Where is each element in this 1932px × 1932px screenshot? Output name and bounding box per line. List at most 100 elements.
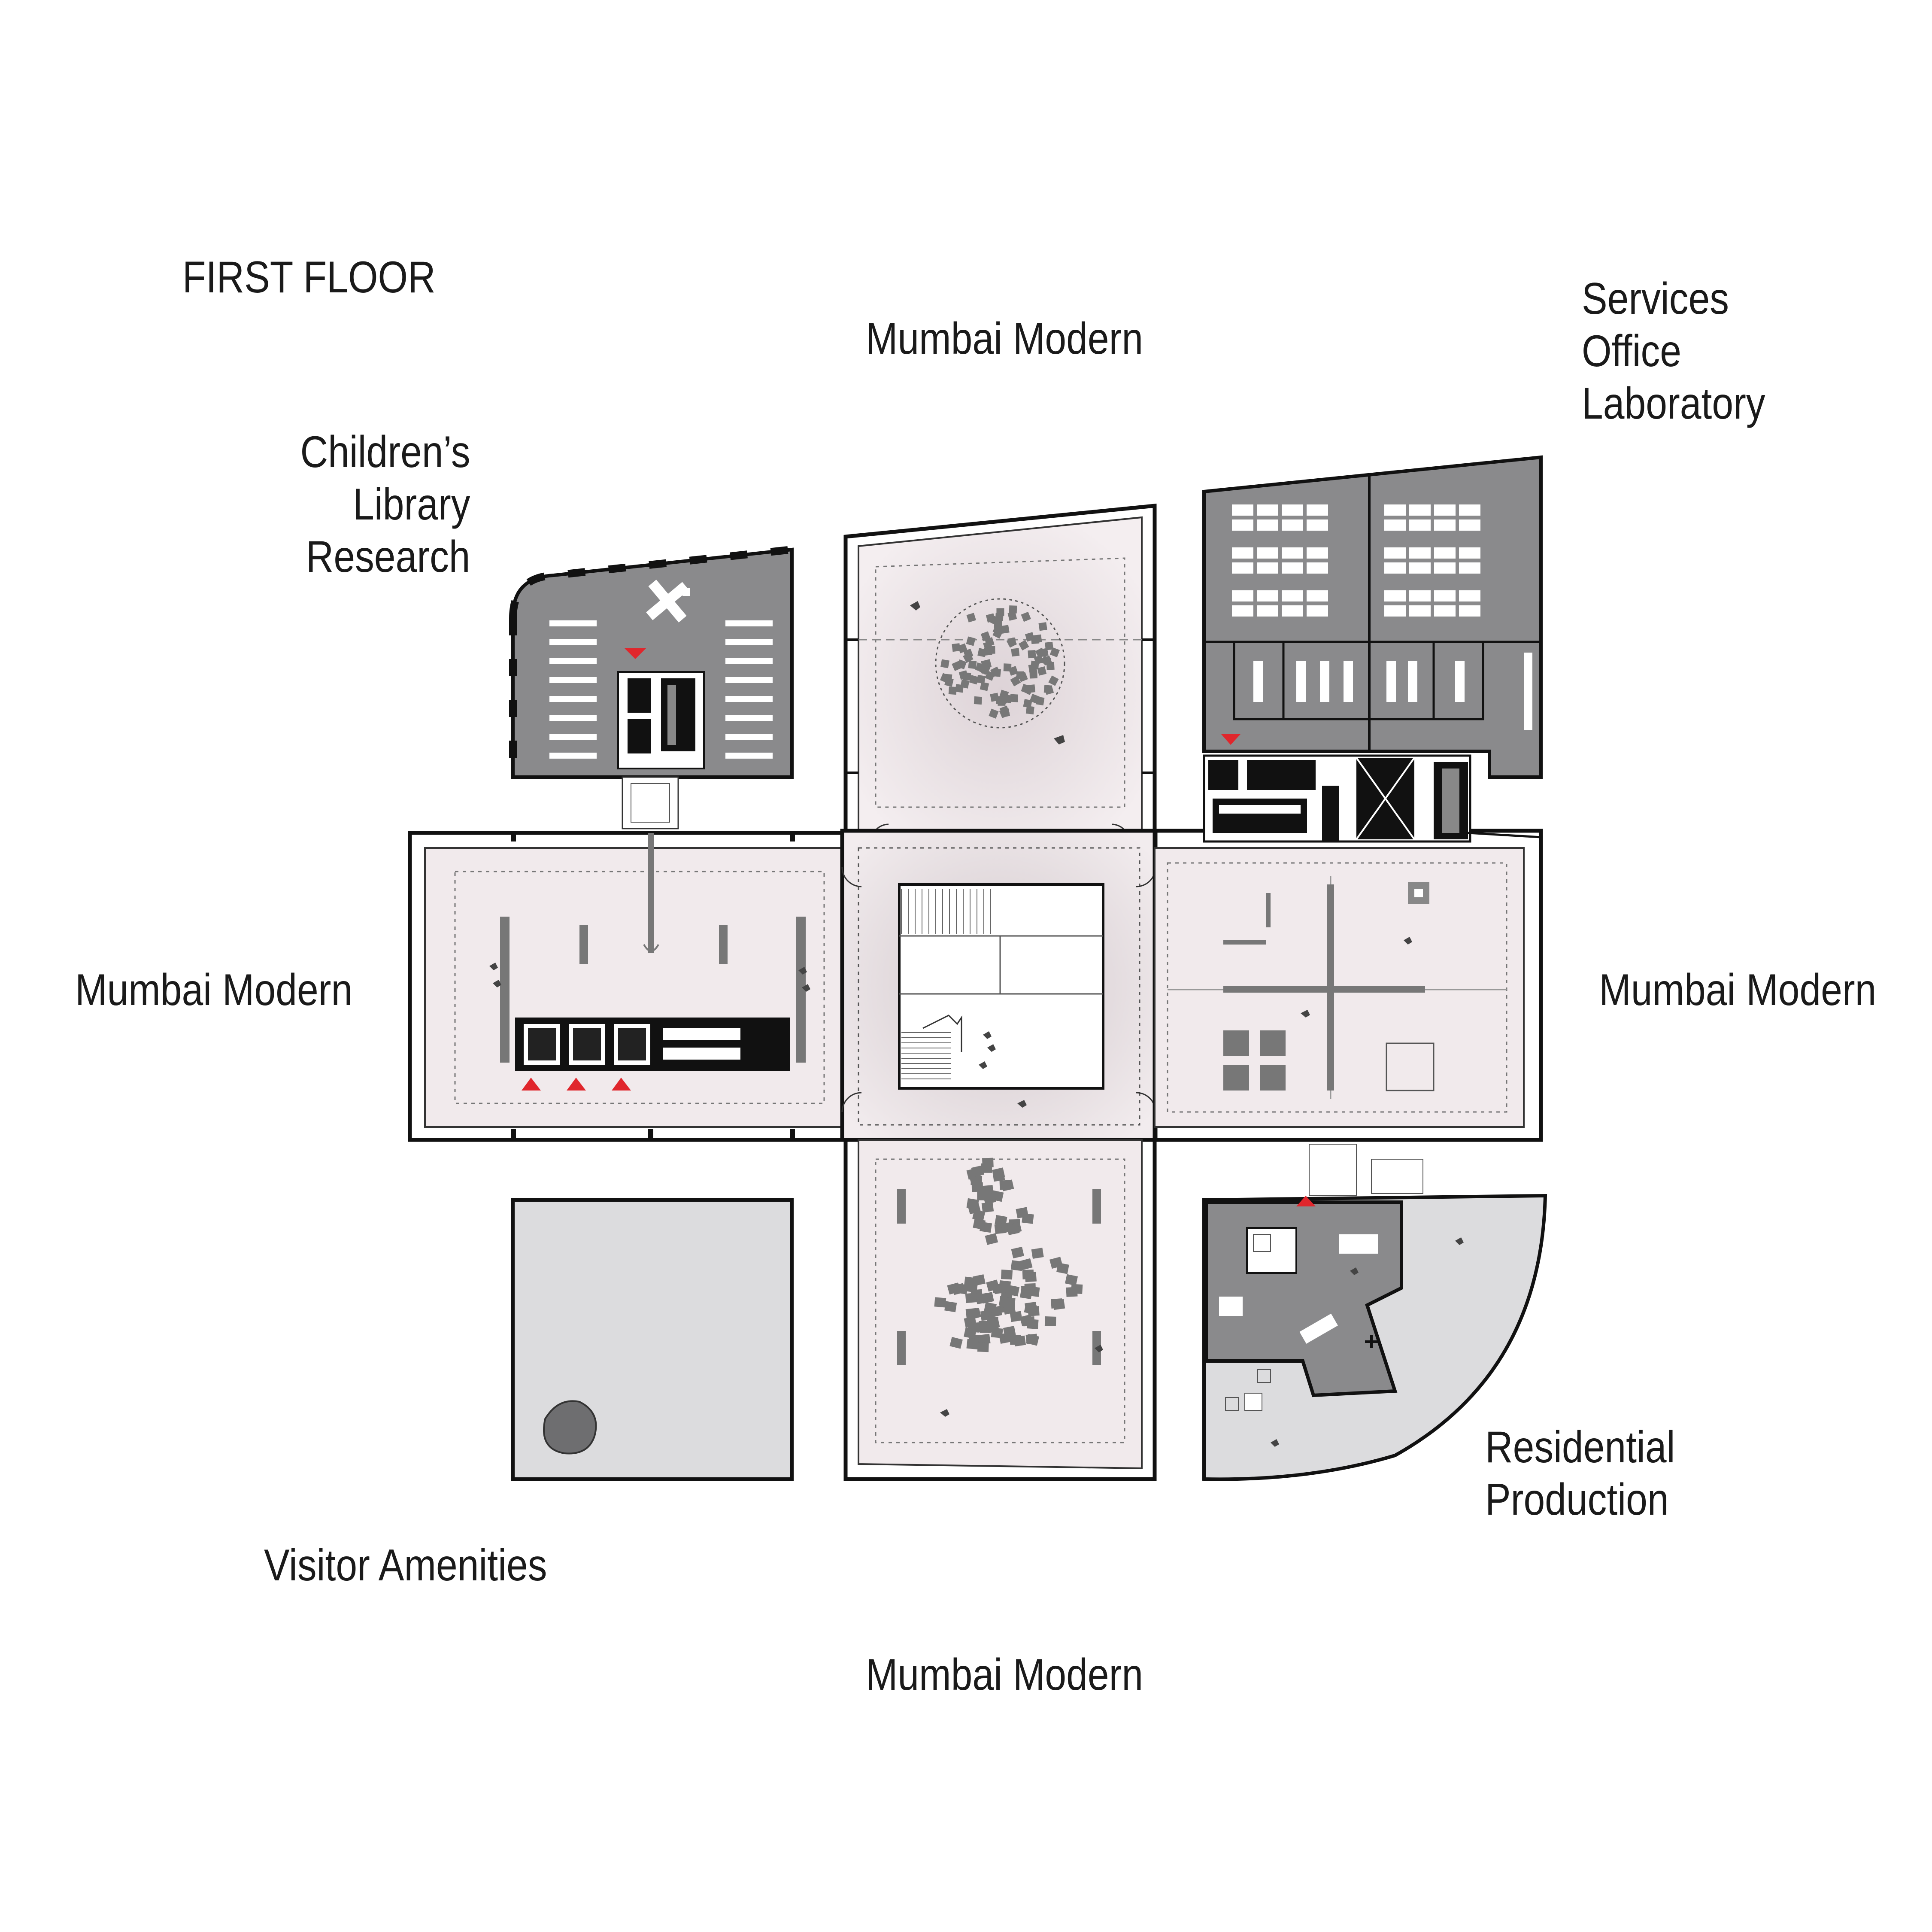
desk bbox=[1257, 504, 1278, 516]
seat bbox=[966, 1339, 979, 1350]
desk bbox=[1434, 547, 1456, 559]
lab-bench bbox=[1253, 661, 1263, 702]
chair bbox=[1044, 685, 1054, 695]
desk-grid bbox=[1232, 504, 1480, 617]
chair bbox=[974, 696, 983, 705]
chair bbox=[1031, 660, 1039, 669]
desk bbox=[1282, 562, 1303, 574]
bookshelf bbox=[725, 715, 773, 721]
chair bbox=[1018, 672, 1028, 682]
label-line: Laboratory bbox=[1582, 379, 1765, 428]
seat bbox=[999, 1280, 1011, 1291]
bookshelf bbox=[725, 639, 773, 645]
seat bbox=[992, 1170, 1005, 1182]
seating-cluster bbox=[940, 605, 1060, 719]
seat bbox=[965, 1292, 977, 1303]
desk bbox=[1307, 605, 1328, 617]
seat bbox=[1007, 1224, 1020, 1235]
seat bbox=[1020, 1288, 1033, 1300]
chair bbox=[985, 637, 995, 647]
central-atrium bbox=[840, 829, 1158, 1142]
seat bbox=[972, 1274, 986, 1286]
label-services-office: Services Office Laboratory bbox=[1582, 273, 1765, 430]
bookshelf bbox=[725, 696, 773, 702]
person-icon bbox=[1271, 1237, 1464, 1447]
desk bbox=[1434, 590, 1456, 601]
entry-triangle-icon bbox=[1296, 1196, 1316, 1206]
label-line: Office bbox=[1582, 326, 1681, 376]
desk bbox=[1384, 590, 1406, 601]
desk bbox=[1409, 562, 1431, 574]
bookshelf bbox=[549, 639, 597, 645]
chair bbox=[1033, 634, 1042, 643]
chair bbox=[990, 666, 1001, 677]
chair bbox=[996, 608, 1004, 616]
seat bbox=[1019, 1258, 1033, 1270]
seat bbox=[983, 1192, 996, 1205]
desk bbox=[1459, 504, 1480, 516]
seat bbox=[968, 1322, 980, 1333]
bookshelf-rows bbox=[549, 620, 773, 759]
desk bbox=[1257, 562, 1278, 574]
seat bbox=[985, 1233, 998, 1245]
desk bbox=[1459, 519, 1480, 531]
chair bbox=[1023, 699, 1032, 708]
lab-bench bbox=[1455, 661, 1465, 702]
bookshelf bbox=[549, 620, 597, 626]
chair bbox=[1018, 640, 1029, 651]
desk bbox=[1232, 547, 1253, 559]
desk bbox=[1232, 605, 1253, 617]
chair bbox=[966, 613, 976, 623]
seat bbox=[973, 1218, 986, 1230]
desk bbox=[1384, 519, 1406, 531]
bookshelf bbox=[549, 715, 597, 721]
seat bbox=[971, 1165, 984, 1177]
label-mumbai-modern-west: Mumbai Modern bbox=[75, 965, 353, 1015]
entry-triangle-icon bbox=[522, 1078, 631, 1091]
desk bbox=[1307, 547, 1328, 559]
bookshelf bbox=[549, 677, 597, 683]
chair bbox=[988, 614, 998, 625]
desk bbox=[1459, 590, 1480, 601]
chair bbox=[977, 674, 986, 684]
chair bbox=[994, 620, 1002, 629]
chair bbox=[1021, 683, 1031, 694]
desk bbox=[1232, 590, 1253, 601]
seat bbox=[971, 1175, 983, 1185]
desk bbox=[1282, 605, 1303, 617]
seat bbox=[1071, 1284, 1083, 1294]
entry-triangle-icon bbox=[625, 648, 646, 659]
label-line: Children’s bbox=[300, 427, 470, 477]
chair bbox=[963, 652, 974, 663]
chair bbox=[1038, 622, 1047, 631]
chair bbox=[968, 660, 977, 669]
seat bbox=[1044, 1316, 1056, 1326]
chair bbox=[1042, 655, 1052, 666]
seat bbox=[986, 1279, 1000, 1292]
desk bbox=[1459, 547, 1480, 559]
seat bbox=[1019, 1314, 1033, 1327]
seat bbox=[1001, 1270, 1013, 1280]
desk bbox=[1257, 605, 1278, 617]
label-mumbai-modern-east: Mumbai Modern bbox=[1598, 965, 1876, 1015]
label-residential: Residential Production bbox=[1485, 1421, 1675, 1526]
seat bbox=[1052, 1299, 1065, 1310]
seat bbox=[1049, 1257, 1063, 1269]
stair-icon bbox=[901, 889, 991, 1079]
desk bbox=[1409, 519, 1431, 531]
desk bbox=[1232, 562, 1253, 574]
chair bbox=[1029, 693, 1040, 704]
desk bbox=[1282, 590, 1303, 601]
seat bbox=[1025, 1272, 1037, 1282]
chair bbox=[969, 675, 979, 685]
seat bbox=[1016, 1207, 1029, 1218]
seat bbox=[1031, 1248, 1044, 1259]
chair bbox=[1029, 670, 1038, 679]
chair bbox=[1039, 648, 1049, 657]
chair bbox=[1049, 647, 1060, 657]
desk bbox=[1257, 519, 1278, 531]
seat bbox=[984, 1302, 997, 1314]
label-mumbai-modern-south: Mumbai Modern bbox=[865, 1650, 1143, 1700]
seating-cluster bbox=[934, 1157, 1083, 1352]
